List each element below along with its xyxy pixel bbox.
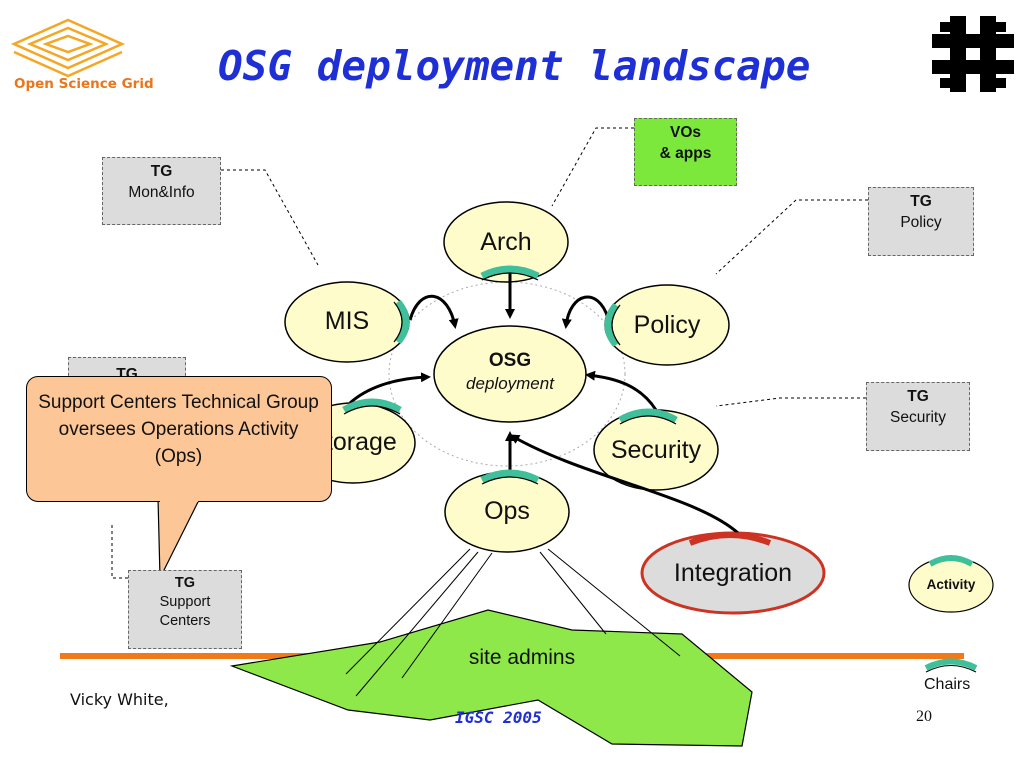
legend-chairs-icon-outline: [925, 665, 977, 673]
tg-mon-info-label: Mon&Info: [128, 184, 195, 201]
tg-policy-title: TG: [910, 193, 932, 210]
legend-activity-label: Activity: [926, 577, 976, 592]
tg-support-label-2: Centers: [159, 613, 211, 629]
tg-policy-label: Policy: [900, 214, 942, 231]
security-label: Security: [610, 436, 702, 464]
footer-author: Vicky White,: [70, 690, 169, 709]
legend-chairs-label: Chairs: [924, 676, 971, 693]
callout-text: Support Centers Technical Group oversees…: [38, 392, 319, 467]
osg-deployment-label: OSG deployment: [440, 350, 580, 394]
tg-policy-box[interactable]: TG Policy: [868, 187, 974, 256]
tg-support-label-1: Support: [159, 594, 211, 610]
footer-event: IGSC 2005: [455, 708, 542, 727]
vos-apps-line1: VOs: [669, 124, 701, 141]
arch-node[interactable]: [443, 201, 569, 283]
fermilab-logo-icon: [932, 16, 1014, 92]
vos-apps-line2: & apps: [659, 145, 712, 162]
tg-security-box[interactable]: TG Security: [866, 382, 970, 451]
site-admins-area[interactable]: [229, 609, 753, 747]
legend-activity-cap: [928, 555, 974, 567]
policy-label: Policy: [633, 311, 701, 339]
tg-security-title: TG: [907, 388, 929, 405]
callout-pointer: [157, 497, 201, 579]
integration-chair-cap: [688, 532, 772, 546]
tg-support-title: TG: [174, 575, 196, 591]
tg-mon-info-title: TG: [150, 163, 173, 180]
ops-label: Ops: [484, 497, 530, 525]
vos-apps-box[interactable]: VOs & apps: [634, 118, 737, 186]
tg-support-centers-box[interactable]: TG Support Centers: [128, 570, 242, 649]
page-number: 20: [916, 708, 932, 725]
page-title: OSG deployment landscape: [218, 42, 811, 90]
mis-label: MIS: [324, 307, 370, 335]
arrows: [348, 272, 739, 535]
osg-logo-text: Open Science Grid: [14, 76, 154, 92]
osg-logo-icon: [10, 18, 126, 78]
tg-security-label: Security: [890, 409, 946, 426]
tg-mon-info-box[interactable]: TG Mon&Info: [102, 157, 221, 225]
chair-caps: [342, 265, 678, 484]
arch-label: Arch: [480, 228, 532, 256]
ops-to-site-lines: [345, 548, 681, 697]
chair-cap-outlines: [343, 272, 677, 485]
osg-subtitle: deployment: [466, 374, 554, 393]
support-centers-callout: [26, 376, 332, 502]
callout-pointer-cover: [160, 494, 198, 502]
leader-lines: [111, 127, 868, 579]
integration-label: Integration: [673, 559, 793, 587]
legend-chairs-icon: [924, 658, 978, 671]
site-admins-label: site admins: [468, 646, 576, 669]
osg-title: OSG: [488, 350, 532, 371]
